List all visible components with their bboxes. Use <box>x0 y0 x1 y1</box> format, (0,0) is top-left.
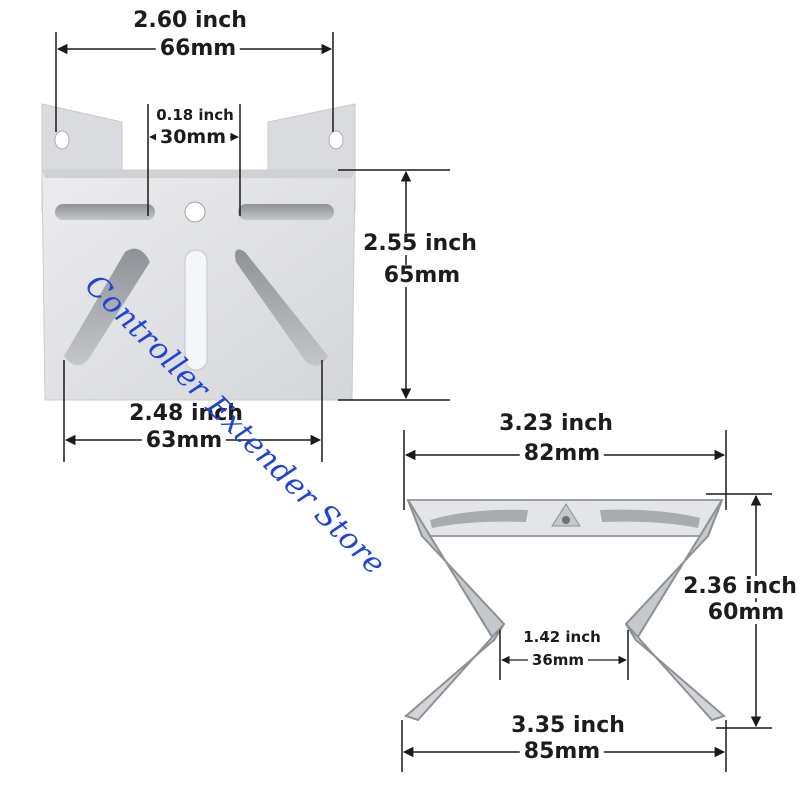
height-mm-label: 65mm <box>379 265 465 287</box>
left-flange-hole <box>54 130 70 150</box>
slot-gap-inch-label: 0.18 inch <box>156 106 234 124</box>
left-horizontal-slot <box>55 204 155 220</box>
plate-center-tab <box>551 503 581 527</box>
plate-left-slot <box>430 509 528 528</box>
right-horizontal-slot <box>238 204 334 220</box>
right-diagonal-slot <box>235 249 328 366</box>
side-bottom-width-mm-label: 85mm <box>519 741 605 763</box>
top-bracket <box>41 32 450 462</box>
plate-right-slot <box>600 509 700 528</box>
height-inch-label: 2.55 inch <box>359 233 481 255</box>
side-height-mm-label: 60mm <box>703 602 789 624</box>
top-width-mm-label: 66mm <box>155 38 241 60</box>
inner-gap-inch-label: 1.42 inch <box>523 628 601 646</box>
side-top-width-inch-label: 3.23 inch <box>499 411 613 436</box>
right-flange-hole <box>328 130 344 150</box>
top-width-inch-label: 2.60 inch <box>133 8 247 33</box>
left-leg-lower <box>404 623 505 722</box>
side-bracket <box>401 430 772 772</box>
top-edge <box>42 170 355 178</box>
bottom-width-mm-label: 63mm <box>141 430 227 452</box>
center-hole <box>184 201 206 223</box>
side-top-width-mm-label: 82mm <box>519 443 605 465</box>
side-bottom-width-inch-label: 3.35 inch <box>511 713 625 738</box>
center-vertical-slot <box>184 249 208 371</box>
bottom-width-inch-label: 2.48 inch <box>129 401 243 426</box>
inner-gap-mm-label: 36mm <box>527 653 589 668</box>
left-diagonal-slot <box>64 248 150 366</box>
right-leg-lower <box>625 623 726 722</box>
side-height-inch-label: 2.36 inch <box>679 576 800 598</box>
slot-gap-mm-label: 30mm <box>155 128 231 147</box>
